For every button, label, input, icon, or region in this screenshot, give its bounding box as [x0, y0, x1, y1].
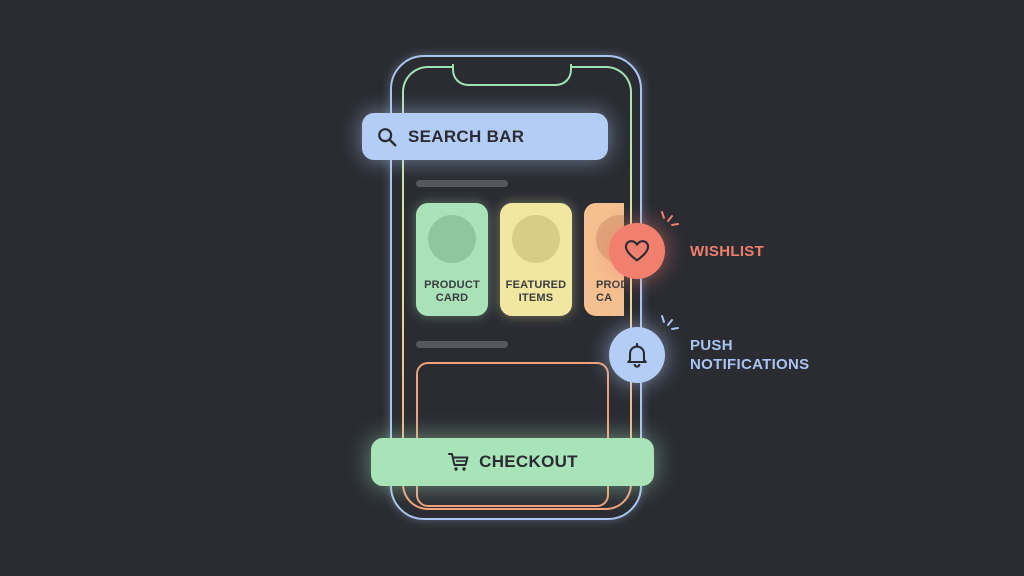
partial-card-label: PRODCA — [596, 279, 624, 304]
checkout-label: CHECKOUT — [479, 452, 578, 471]
cart-icon — [448, 453, 469, 471]
content-area — [416, 362, 609, 507]
checkout-button[interactable]: CHECKOUT — [371, 438, 654, 486]
bell-icon — [627, 342, 647, 368]
wishlist-button[interactable] — [609, 223, 665, 279]
skeleton-heading-2 — [416, 341, 508, 348]
phone-outline — [390, 55, 642, 520]
featured-thumbnail — [512, 215, 560, 263]
product-thumbnail — [428, 215, 476, 263]
skeleton-heading-1 — [416, 180, 508, 187]
search-icon — [378, 127, 397, 146]
bell-sparkle-icon — [661, 315, 679, 330]
phone-notch — [452, 64, 572, 86]
search-bar-label: SEARCH BAR — [408, 126, 525, 146]
push-notifications-callout: PUSH NOTIFICATIONS — [690, 337, 810, 373]
wishlist-callout: WISHLIST — [690, 243, 765, 260]
search-bar[interactable]: SEARCH BAR — [362, 113, 608, 160]
heart-icon — [624, 240, 650, 262]
wishlist-sparkle-icon — [661, 211, 679, 226]
push-notifications-button[interactable] — [609, 327, 665, 383]
